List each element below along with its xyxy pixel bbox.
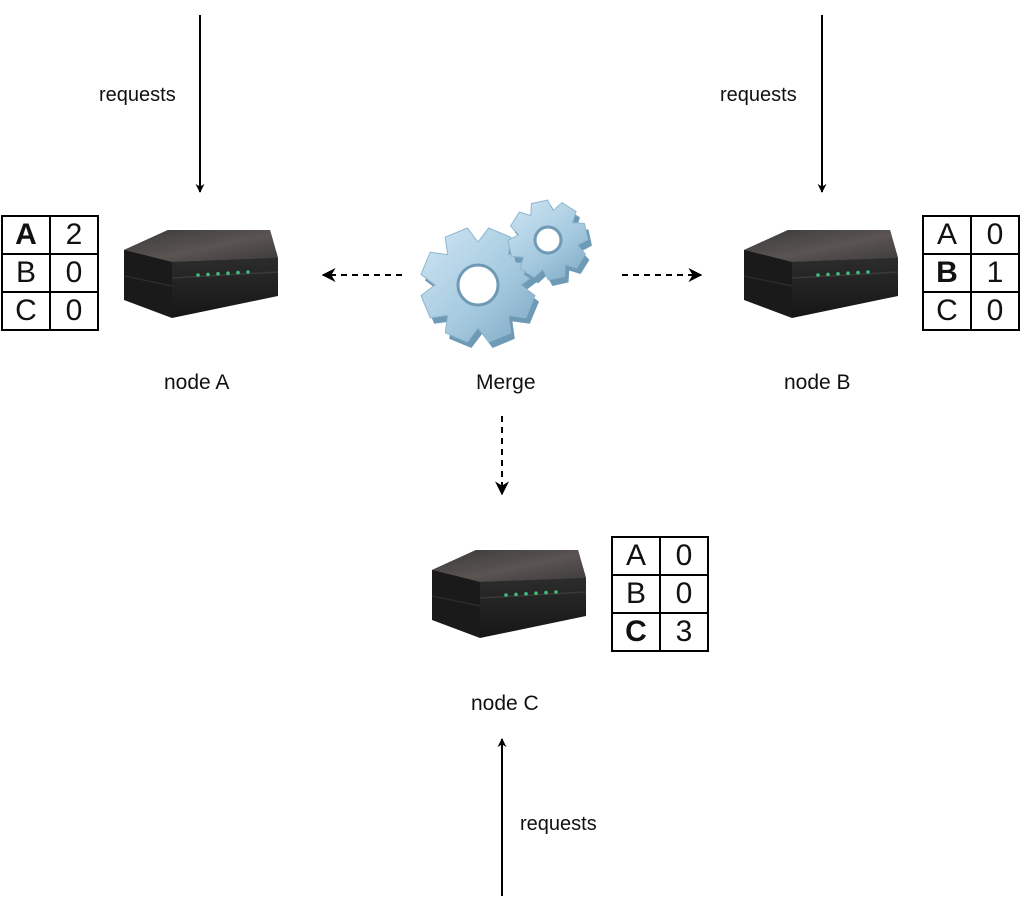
table-key-cell: B [611,574,661,614]
requests-label-node-b: requests [720,84,797,106]
node-label-c: node C [471,692,539,715]
gears-icon [420,199,592,348]
table-value-cell: 0 [49,291,99,331]
merge-label: Merge [476,371,536,394]
requests-label-node-a: requests [99,84,176,106]
node-label-b: node B [784,371,851,394]
table-value-cell: 0 [659,574,709,614]
table-value-cell: 2 [49,215,99,255]
router-icon-node-a [123,229,279,319]
table-key-cell: A [611,536,661,576]
table-value-cell: 0 [659,536,709,576]
table-key-cell: C [611,612,661,652]
table-value-cell: 0 [970,215,1020,255]
table-key-cell: A [922,215,972,255]
table-value-cell: 1 [970,253,1020,293]
table-key-cell: B [1,253,51,293]
router-icon-node-b [743,229,899,319]
requests-label-node-c: requests [520,813,597,835]
router-icon-node-c [431,549,587,639]
table-key-cell: C [922,291,972,331]
table-key-cell: C [1,291,51,331]
table-value-cell: 0 [970,291,1020,331]
table-value-cell: 0 [49,253,99,293]
table-key-cell: A [1,215,51,255]
table-value-cell: 3 [659,612,709,652]
table-key-cell: B [922,253,972,293]
node-label-a: node A [164,371,230,394]
